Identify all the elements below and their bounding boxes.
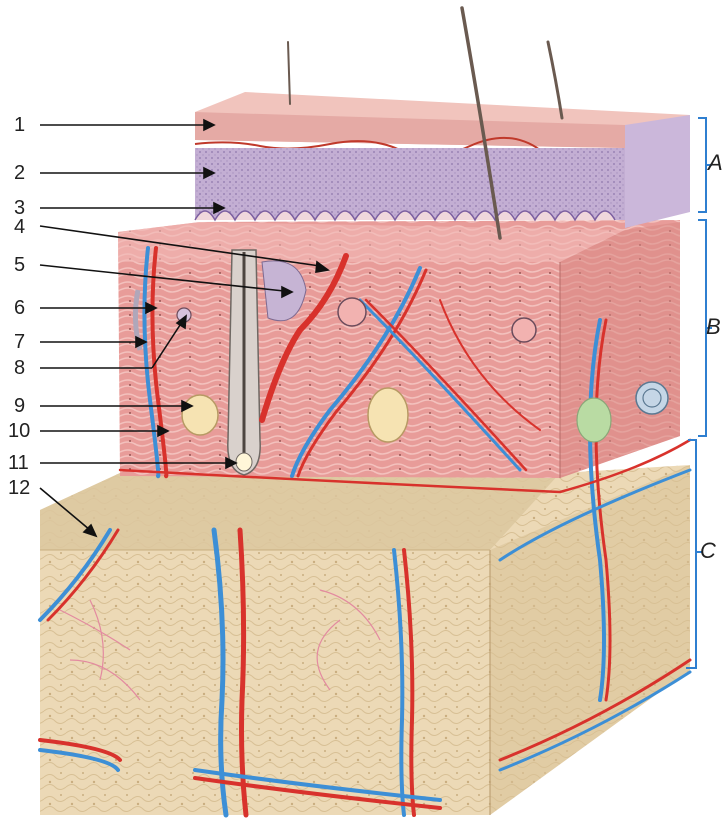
callout-1: 1 (14, 115, 25, 135)
callout-12: 12 (8, 478, 30, 498)
callout-6: 6 (14, 298, 25, 318)
callout-3: 3 (14, 198, 25, 218)
epidermis-layer (195, 92, 690, 228)
callout-11: 11 (8, 453, 29, 473)
callout-7: 7 (14, 332, 25, 352)
callout-8: 8 (14, 358, 25, 378)
hair-follicle (228, 250, 260, 475)
callout-9: 9 (14, 396, 25, 416)
bracket-label-b: B (706, 316, 721, 338)
bracket-label-a: A (708, 152, 723, 174)
callout-4: 4 (14, 217, 25, 237)
callout-5: 5 (14, 255, 25, 275)
bracket-label-c: C (700, 540, 716, 562)
hypodermis-layer (40, 465, 690, 815)
callout-2: 2 (14, 163, 25, 183)
callout-10: 10 (8, 421, 30, 441)
